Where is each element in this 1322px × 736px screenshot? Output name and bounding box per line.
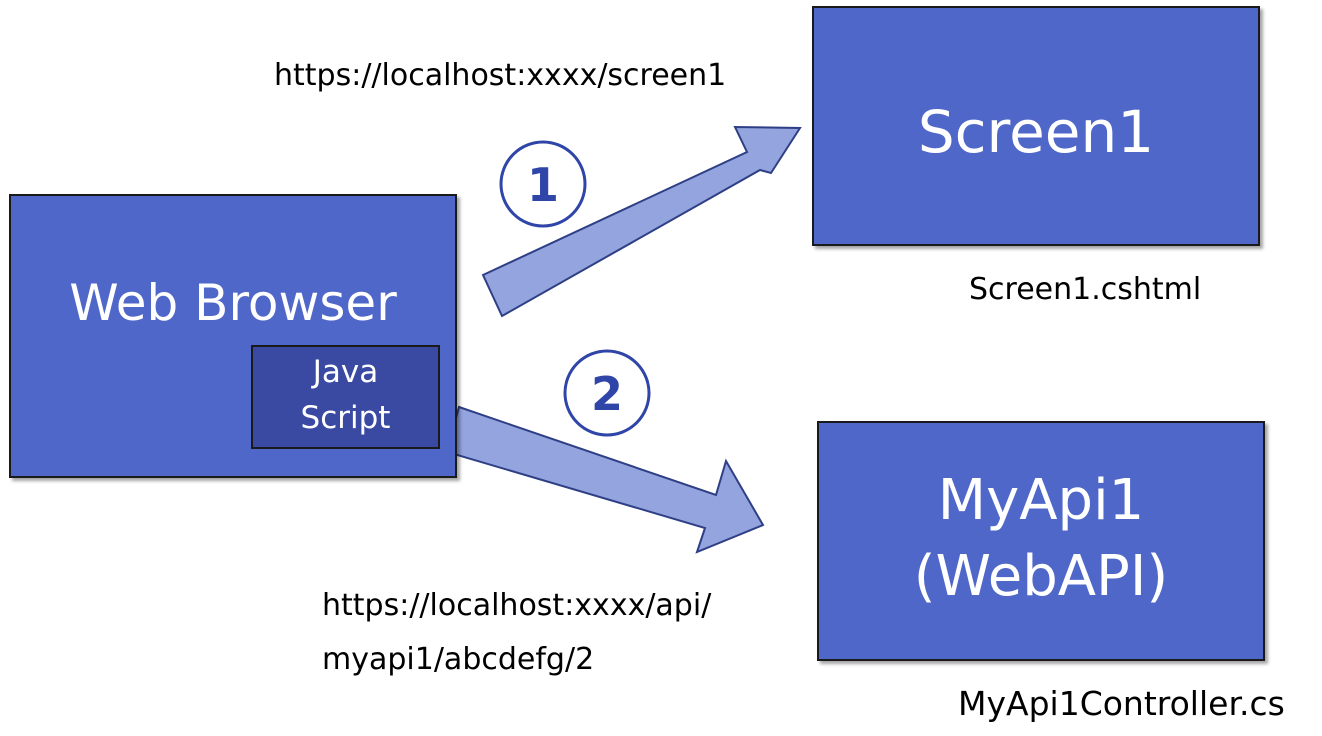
screen1-url-label: https://localhost:xxxx/screen1 [274, 58, 727, 93]
screen1-file-label: Screen1.cshtml [969, 272, 1202, 307]
step-2-number: 2 [591, 367, 623, 421]
api-url-label-line1: https://localhost:xxxx/api/ [322, 588, 712, 623]
screen1-title: Screen1 [917, 98, 1155, 166]
myapi1-file-label: MyApi1Controller.cs [958, 684, 1285, 723]
myapi1-title: MyApi1 (WebAPI) [819, 463, 1263, 615]
myapi1-title-line1: MyApi1 [937, 468, 1145, 533]
step-1-badge: 1 [499, 140, 587, 228]
screen1-box: Screen1 [812, 6, 1260, 246]
step-2-badge: 2 [563, 349, 651, 437]
myapi1-title-line2: (WebAPI) [913, 544, 1169, 609]
arrow-to-myapi [445, 405, 765, 554]
javascript-label-line2: Script [300, 400, 391, 436]
web-browser-title: Web Browser [69, 274, 397, 332]
myapi1-box: MyApi1 (WebAPI) [817, 421, 1265, 661]
step-1-number: 1 [527, 158, 559, 212]
javascript-box: Java Script [251, 345, 440, 449]
arrow-to-screen1 [481, 125, 802, 318]
javascript-label-line1: Java [312, 354, 379, 390]
api-url-label-line2: myapi1/abcdefg/2 [322, 642, 595, 677]
